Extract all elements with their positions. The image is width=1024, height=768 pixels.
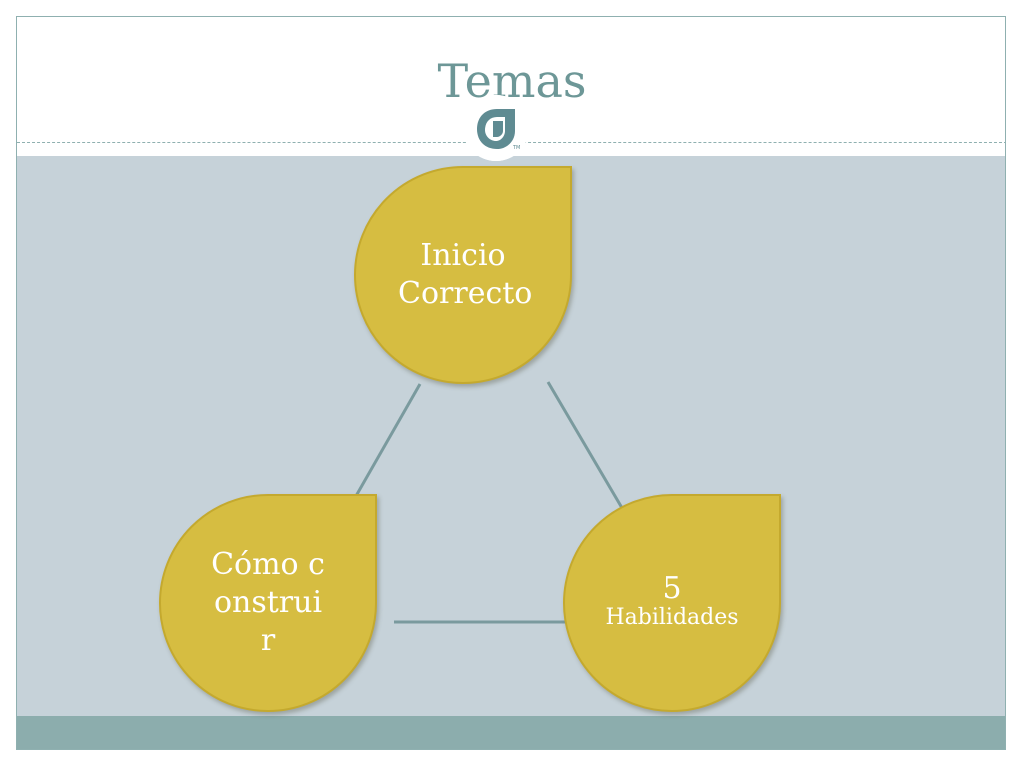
bottom-band (17, 716, 1005, 749)
node-top-line1: Inicio (420, 238, 506, 273)
brand-logo-icon: TM (463, 95, 529, 161)
node-5-habilidades[interactable]: 5 Habilidades (563, 494, 781, 712)
node-right-label: Habilidades (605, 605, 739, 630)
svg-text:TM: TM (512, 145, 520, 151)
node-left-text: Cómo construir (211, 547, 325, 658)
node-top-line2: Correcto (398, 276, 533, 311)
connector-top-right (546, 381, 634, 526)
connector-top-left (346, 383, 422, 511)
node-como-construir[interactable]: Cómo construir (159, 494, 377, 712)
node-right-number: 5 (662, 571, 682, 606)
node-inicio-correcto[interactable]: Inicio Correcto (354, 166, 572, 384)
